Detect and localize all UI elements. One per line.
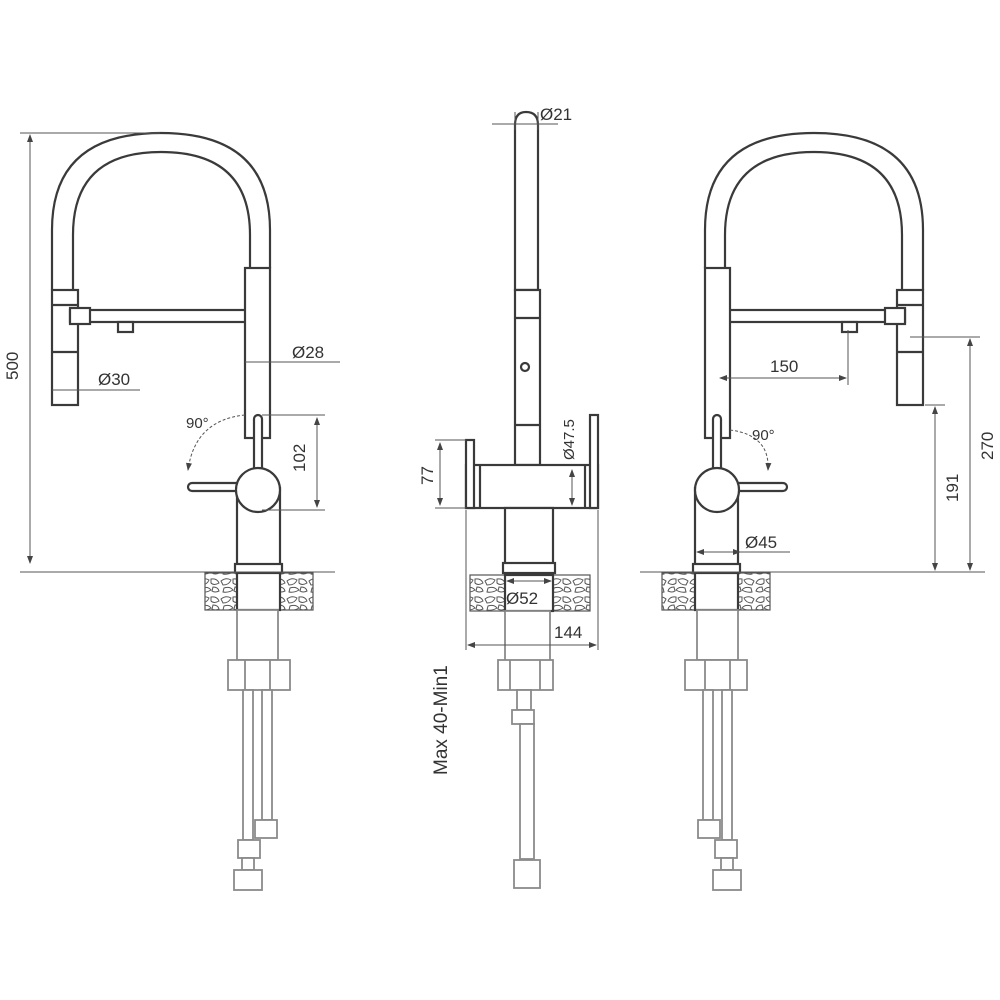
dimension-lever-height: 102 <box>290 444 309 472</box>
counter-thickness-note: Max 40-Min1 <box>431 665 452 775</box>
rotation-arc-right <box>729 429 772 471</box>
dimension-outlet-height: 270 <box>978 432 997 460</box>
button-icon <box>519 361 531 373</box>
lever-angle-label: 90° <box>186 415 209 432</box>
lever-angle-label-right: 90° <box>752 427 775 444</box>
dimension-reach: 150 <box>770 357 798 376</box>
dimension-width: 144 <box>554 623 582 642</box>
dimension-body-height: 77 <box>418 466 437 485</box>
dimension-head-bottom-height: 191 <box>943 474 962 502</box>
front-view: Ø21 Ø47.5 77 Ø52 144 Max 40-Min1 <box>418 105 600 889</box>
dimension-base-diameter: Ø52 <box>506 589 538 608</box>
dimension-handle-diameter: Ø47.5 <box>561 419 578 460</box>
left-side-view: 500 Ø28 Ø30 102 90° <box>3 131 340 892</box>
dimension-spout-diameter: Ø21 <box>540 105 572 124</box>
faucet-side-profile <box>50 131 315 892</box>
dimension-base-diameter-right: Ø45 <box>745 533 777 552</box>
dimension-head-diameter: Ø30 <box>98 370 130 389</box>
faucet-side-profile-mirrored <box>660 131 925 892</box>
rotation-arc-left <box>186 414 246 471</box>
right-side-view: 150 270 191 Ø45 90° <box>640 131 997 892</box>
dimension-body-diameter: Ø28 <box>292 343 324 362</box>
dimension-total-height: 500 <box>3 352 22 380</box>
